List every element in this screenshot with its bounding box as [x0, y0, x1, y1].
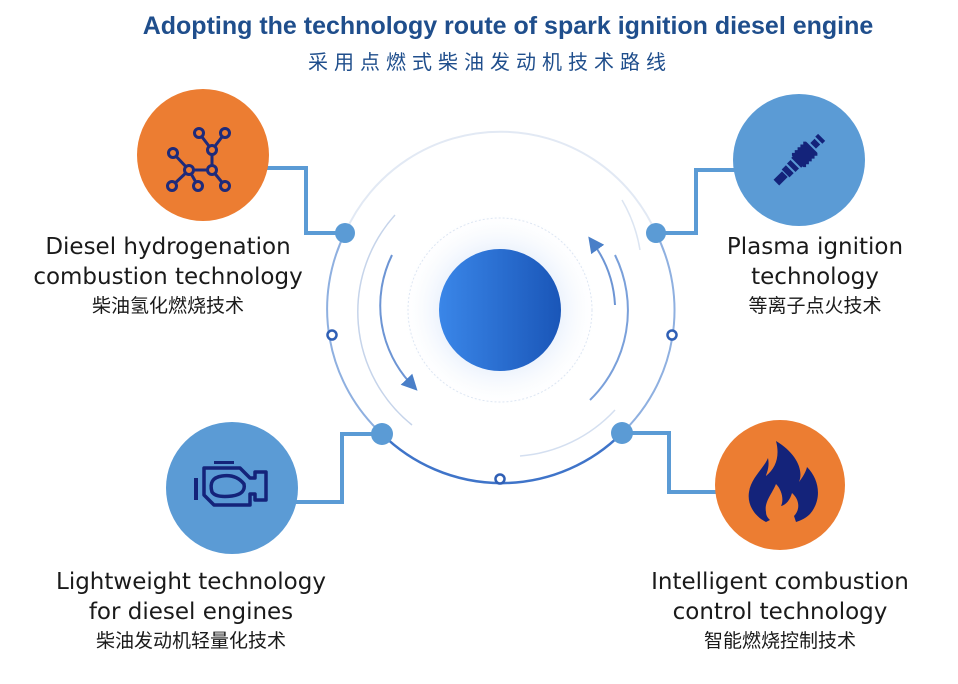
- middle-arc-upper-right: [621, 199, 641, 251]
- middle-arc-left: [357, 214, 413, 426]
- label-plasma-zh: 等离子点火技术: [748, 295, 882, 317]
- label-lightweight: Lightweight technology for diesel engine…: [40, 567, 342, 655]
- outer-ring-top: [344, 130, 657, 234]
- label-plasma-en-1: Plasma ignition: [726, 234, 904, 260]
- molecule-icon: [166, 127, 231, 192]
- inner-arc-right: [589, 254, 629, 401]
- label-hydrogenation-en-2: combustion technology: [33, 264, 303, 290]
- label-intelligent-en-2: control technology: [672, 599, 888, 625]
- connector-top-right: [656, 168, 737, 235]
- rotation-arrow-left: [379, 254, 418, 391]
- connector-dot-top-right: [646, 223, 666, 243]
- label-plasma: Plasma ignition technology 等离子点火技术: [700, 232, 930, 320]
- node-intelligent: [715, 420, 845, 550]
- middle-arc-right: [519, 409, 616, 457]
- connector-dot-top-left: [335, 223, 355, 243]
- node-plasma: [733, 94, 865, 226]
- ring-marker-right: [666, 329, 678, 341]
- node-circle-hydrogenation: [137, 89, 269, 221]
- label-plasma-en-2: technology: [751, 264, 879, 290]
- dotted-inner-ring: [407, 217, 593, 403]
- connector-bottom-right: [622, 431, 718, 494]
- title-english: Adopting the technology route of spark i…: [142, 12, 874, 40]
- core-circle: [439, 249, 561, 371]
- spark-plug-icon: [773, 133, 826, 186]
- label-hydrogenation-en-1: Diesel hydrogenation: [45, 234, 291, 260]
- ring-marker-bottom: [494, 473, 506, 485]
- connector-dot-bottom-left: [371, 423, 393, 445]
- connector-bottom-left: [296, 432, 382, 504]
- node-hydrogenation: [137, 89, 269, 221]
- label-intelligent-en-1: Intelligent combustion: [651, 569, 909, 595]
- rotation-arrow-right: [588, 236, 616, 306]
- engine-icon: [194, 461, 268, 507]
- connector-top-left: [262, 166, 345, 235]
- ring-marker-left: [326, 329, 338, 341]
- label-lightweight-zh: 柴油发动机轻量化技术: [95, 630, 286, 652]
- title-chinese: 采用点燃式柴油发动机技术路线: [308, 50, 672, 74]
- label-intelligent: Intelligent combustion control technolog…: [630, 567, 930, 655]
- flame-icon: [748, 441, 818, 522]
- label-intelligent-zh: 智能燃烧控制技术: [703, 630, 856, 652]
- label-hydrogenation: Diesel hydrogenation combustion technolo…: [20, 232, 316, 320]
- label-hydrogenation-zh: 柴油氢化燃烧技术: [91, 295, 244, 317]
- label-lightweight-en-2: for diesel engines: [88, 599, 294, 625]
- connector-dot-bottom-right: [611, 422, 633, 444]
- label-lightweight-en-1: Lightweight technology: [56, 569, 326, 595]
- node-circle-lightweight: [166, 422, 298, 554]
- node-lightweight: [166, 422, 298, 554]
